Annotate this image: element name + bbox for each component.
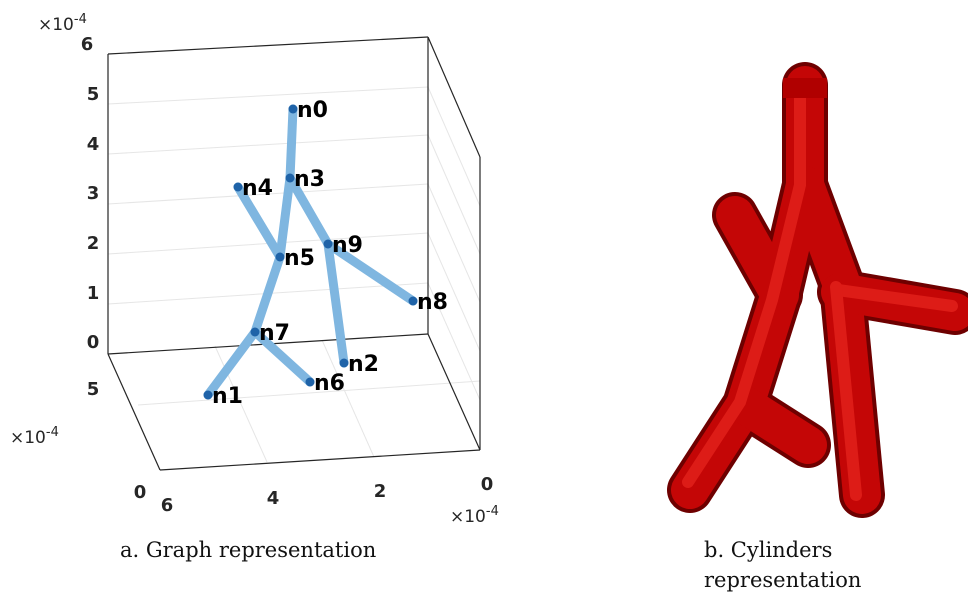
graph-node-marker — [203, 390, 213, 400]
panel-a-plot: 6 5 4 3 2 1 0 ×10-4 5 0 ×10-4 6 4 2 0 ×1… — [10, 12, 499, 527]
graph-node-marker — [339, 358, 349, 368]
graph-node-label: n7 — [259, 321, 290, 346]
graph-node-marker — [408, 296, 418, 306]
graph-node-marker — [250, 327, 260, 337]
axes-box — [107, 36, 481, 471]
cylinder-highlight — [830, 281, 862, 501]
graph-edge — [203, 327, 260, 400]
y-tick: 5 — [87, 379, 100, 400]
z-tick: 2 — [87, 233, 100, 254]
graph-node-marker — [323, 239, 333, 249]
graph-edge — [323, 239, 418, 306]
x-tick: 0 — [481, 474, 494, 495]
z-tick: 6 — [81, 34, 94, 55]
graph-node-marker — [275, 252, 285, 262]
graph-node-label: n2 — [348, 352, 379, 377]
z-tick: 0 — [87, 332, 100, 353]
caption-a: a. Graph representation — [120, 538, 377, 562]
panel-b-cylinders — [667, 62, 968, 518]
cylinder-top-cap — [783, 78, 827, 98]
y-tick: 0 — [134, 482, 147, 503]
z-tick: 1 — [87, 283, 100, 304]
graph-node-marker — [305, 377, 315, 387]
graph-node-marker — [285, 173, 295, 183]
graph-edge — [285, 104, 298, 183]
graph-edge — [285, 173, 333, 249]
graph-edge — [250, 252, 285, 337]
graph-edge — [250, 327, 315, 387]
x-axis-exponent: ×10-4 — [450, 504, 499, 527]
x-tick: 4 — [267, 488, 280, 509]
graph-node-label: n5 — [284, 246, 315, 271]
caption-b: b. Cylinders representation — [704, 538, 862, 592]
graph-node-label: n9 — [332, 233, 363, 258]
graph-node-label: n3 — [294, 167, 325, 192]
cylinder-lower-branch — [726, 386, 827, 464]
graph-node-label: n0 — [297, 98, 328, 123]
graph-node-label: n6 — [314, 371, 345, 396]
y-axis-exponent: ×10-4 — [10, 425, 59, 448]
graph-node-label: n8 — [417, 290, 448, 315]
z-tick: 5 — [87, 84, 100, 105]
x-tick: 2 — [374, 481, 387, 502]
cylinder-highlight — [682, 79, 806, 488]
graph-node-marker — [233, 182, 243, 192]
z-tick: 4 — [87, 134, 100, 155]
graph-node-marker — [288, 104, 298, 114]
graph-edge — [233, 182, 285, 262]
cylinder-highlight — [832, 284, 958, 312]
z-tick: 3 — [87, 183, 100, 204]
graph-edge — [275, 173, 295, 262]
graph-edges — [203, 104, 418, 400]
z-axis-ticks: 6 5 4 3 2 1 0 — [81, 34, 100, 353]
x-tick: 6 — [161, 495, 174, 516]
graph-edge — [323, 239, 349, 368]
graph-node-label: n4 — [242, 176, 273, 201]
z-axis-exponent: ×10-4 — [38, 12, 87, 35]
graph-node-label: n1 — [212, 384, 243, 409]
